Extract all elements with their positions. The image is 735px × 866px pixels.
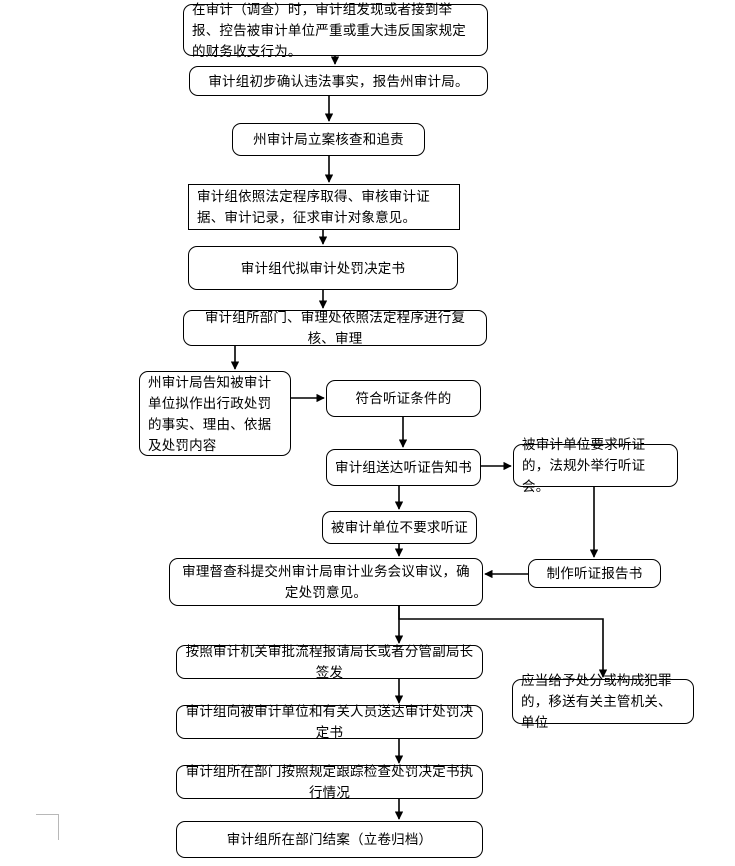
- node-transfer-to-authority[interactable]: 应当给予处分或构成犯罪的，移送有关主管机关、单位: [512, 673, 694, 730]
- node-case-closure-archive[interactable]: 审计组所在部门结案（立卷归档）: [176, 821, 483, 858]
- node-text: 审计组代拟审计处罚决定书: [240, 260, 406, 276]
- corner-mark-artifact: [36, 814, 60, 841]
- node-director-signoff[interactable]: 按照审计机关审批流程报请局长或者分管副局长签发: [176, 644, 483, 680]
- node-audit-discovery[interactable]: 在审计（调查）时，审计组发现或者接到举报、控告被审计单位严重或重大违反国家规定的…: [183, 2, 488, 59]
- node-hearing-requested[interactable]: 被审计单位要求听证的，法规外举行听证会。: [513, 437, 678, 494]
- corner-mark-vertical: [58, 814, 59, 840]
- node-text: 制作听证报告书: [546, 566, 643, 581]
- node-text: 审计组依照法定程序取得、审核审计证据、审计记录，征求审计对象意见。: [197, 189, 430, 225]
- node-text: 州审计局告知被审计单位拟作出行政处罚的事实、理由、依据及处罚内容: [148, 374, 272, 453]
- node-text: 被审计单位不要求听证: [331, 520, 468, 535]
- node-text: 审计组所在部门结案（立卷归档）: [226, 832, 433, 847]
- node-text: 审计组初步确认违法事实，报告州审计局。: [208, 73, 469, 89]
- node-hearing-not-requested[interactable]: 被审计单位不要求听证: [322, 511, 477, 544]
- node-hearing-conditions-met[interactable]: 符合听证条件的: [326, 380, 481, 417]
- node-text: 在审计（调查）时，审计组发现或者接到举报、控告被审计单位严重或重大违反国家规定的…: [192, 1, 466, 59]
- corner-mark-horizontal: [36, 814, 59, 815]
- node-text: 审计组向被审计单位和有关人员送达审计处罚决定书: [185, 704, 474, 740]
- node-text: 符合听证条件的: [355, 391, 452, 406]
- node-followup-inspection[interactable]: 审计组所在部门按照规定跟踪检查处罚决定书执行情况: [176, 764, 483, 800]
- node-text: 审计组送达听证告知书: [335, 460, 472, 475]
- node-review-department[interactable]: 审计组所部门、审理处依照法定程序进行复核、审理: [183, 310, 487, 346]
- node-hearing-report[interactable]: 制作听证报告书: [528, 559, 661, 588]
- node-text: 审计组所在部门按照规定跟踪检查处罚决定书执行情况: [185, 764, 474, 800]
- node-text: 按照审计机关审批流程报请局长或者分管副局长签发: [185, 644, 474, 680]
- node-text: 州审计局立案核查和追责: [253, 132, 404, 147]
- node-notify-audited-unit[interactable]: 州审计局告知被审计单位拟作出行政处罚的事实、理由、依据及处罚内容: [139, 371, 291, 456]
- node-deliver-penalty-decision[interactable]: 审计组向被审计单位和有关人员送达审计处罚决定书: [176, 704, 483, 740]
- edge-n13-n15: [398, 606, 608, 678]
- node-text: 被审计单位要求听证的，法规外举行听证会。: [522, 437, 646, 494]
- node-evidence-collection[interactable]: 审计组依照法定程序取得、审核审计证据、审计记录，征求审计对象意见。: [188, 184, 460, 230]
- node-text: 审计组所部门、审理处依照法定程序进行复核、审理: [204, 310, 466, 346]
- node-deliver-hearing-notice[interactable]: 审计组送达听证告知书: [326, 449, 481, 486]
- node-confirm-violation[interactable]: 审计组初步确认违法事实，报告州审计局。: [189, 66, 488, 96]
- node-draft-penalty-decision[interactable]: 审计组代拟审计处罚决定书: [188, 246, 458, 290]
- node-case-filing[interactable]: 州审计局立案核查和追责: [232, 123, 425, 156]
- node-text: 审理督查科提交州审计局审计业务会议审议，确定处罚意见。: [182, 564, 470, 600]
- node-business-meeting-review[interactable]: 审理督查科提交州审计局审计业务会议审议，确定处罚意见。: [169, 558, 483, 606]
- node-text: 应当给予处分或构成犯罪的，移送有关主管机关、单位: [521, 673, 672, 730]
